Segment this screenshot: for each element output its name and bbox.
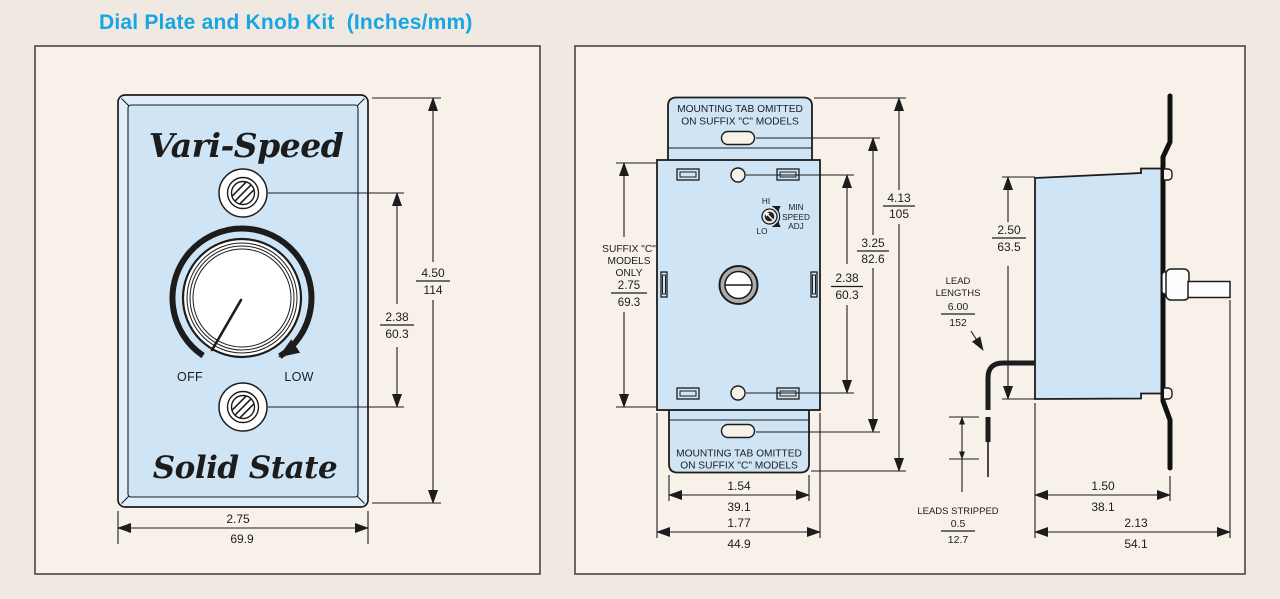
label-adj: ADJ	[788, 222, 803, 231]
dim-screw-span-in: 2.38	[385, 310, 409, 324]
dim-plate-width-mm: 69.9	[230, 532, 254, 546]
dial-plate: Vari-Speed Solid State	[117, 94, 369, 508]
lead-leader-arrow	[970, 330, 984, 351]
screw-top	[218, 168, 268, 218]
dim-overall-depth-in: 2.13	[1124, 516, 1148, 530]
right-panel: MOUNTING TAB OMITTED ON SUFFIX "C" MODEL…	[574, 45, 1246, 575]
lead-lengths-line2: LENGTHS	[936, 288, 981, 299]
knob-pointer	[210, 298, 243, 352]
screw-bottom	[218, 382, 268, 432]
tab-note-bottom-line2: ON SUFFIX "C" MODELS	[680, 461, 798, 472]
plate-corner-bevels	[121, 98, 365, 504]
dim-stripped-mm: 12.7	[948, 534, 969, 546]
dim-body-width-mm: 44.9	[727, 537, 751, 551]
leads-stripped-label: LEADS STRIPPED	[917, 506, 998, 517]
lead-wire	[985, 360, 1036, 477]
control-shaft	[718, 265, 759, 305]
mounting-slot-top	[720, 130, 756, 146]
hole-bottom	[730, 385, 746, 401]
label-off: OFF	[177, 370, 203, 384]
tab-note-top-line2: ON SUFFIX "C" MODELS	[681, 117, 799, 128]
suffix-note-line3: ONLY	[616, 268, 643, 279]
screw-slot-hatch	[230, 180, 256, 206]
dim-stripped-in: 0.5	[951, 518, 966, 530]
mounting-slot-bottom	[720, 423, 756, 439]
label-low: LOW	[284, 370, 313, 384]
dim-side-height-mm: 63.5	[997, 240, 1021, 254]
dim-overall-height-mm: 105	[889, 207, 909, 221]
brand-solid-state: Solid State	[153, 450, 337, 486]
mounting-tab-bottom	[668, 410, 810, 474]
dim-body-depth-mm: 38.1	[1091, 500, 1115, 514]
tab-note-bottom-line1: MOUNTING TAB OMITTED	[676, 449, 802, 460]
edge-slots	[660, 271, 818, 298]
shaft-bushing	[1165, 268, 1190, 301]
side-view-dimensions: 2.50 63.5 LEAD LENGTHS 6.00 152 LEADS ST…	[917, 176, 1231, 551]
dim-suffix-height-mm: 69.3	[618, 297, 640, 309]
shaft-side	[1187, 280, 1231, 299]
dim-plate-width-in: 2.75	[226, 512, 250, 526]
strap-ear-bottom	[1164, 387, 1173, 400]
side-view	[985, 93, 1231, 477]
dim-suffix-height-in: 2.75	[618, 280, 640, 292]
screw-slot-hatch	[230, 394, 256, 420]
left-panel: Vari-Speed Solid State	[34, 45, 541, 575]
dim-lead-length-mm: 152	[949, 317, 967, 329]
front-extension-lines	[616, 97, 906, 538]
dim-plate-height-in: 4.50	[421, 266, 445, 280]
plate-dimensions: 4.50 114 2.38 60.3 2.75 69.9	[117, 97, 450, 546]
dim-overall-height-in: 4.13	[887, 191, 911, 205]
dim-plate-height-mm: 114	[423, 283, 442, 297]
trimmer-rotation-arc	[772, 205, 781, 228]
front-view: MOUNTING TAB OMITTED ON SUFFIX "C" MODEL…	[656, 96, 821, 474]
tab-note-top-line1: MOUNTING TAB OMITTED	[677, 104, 803, 115]
hole-top	[730, 167, 746, 183]
label-speed: SPEED	[782, 213, 810, 222]
brand-vari-speed: Vari-Speed	[149, 126, 344, 165]
device-body-side	[1034, 167, 1164, 400]
strap-ear-top	[1164, 168, 1173, 181]
suffix-note-line2: MODELS	[607, 256, 650, 267]
min-speed-adjuster	[761, 205, 781, 228]
dim-slot-span-in: 3.25	[861, 236, 885, 250]
suffix-note-line1: SUFFIX "C"	[602, 244, 656, 255]
speed-knob	[169, 225, 315, 359]
dim-hole-span-in: 2.38	[835, 271, 859, 285]
dim-hole-span-mm: 60.3	[835, 288, 859, 302]
mounting-tab-top	[667, 96, 813, 160]
knob-rotation-arc	[169, 225, 315, 359]
dim-body-width-in: 1.77	[727, 516, 751, 530]
dim-body-depth-in: 1.50	[1091, 479, 1115, 493]
dim-overall-depth-mm: 54.1	[1124, 537, 1148, 551]
page-title: Dial Plate and Knob Kit (Inches/mm)	[99, 11, 473, 34]
dim-screw-span-mm: 60.3	[385, 327, 409, 341]
front-view-dimensions: SUFFIX "C" MODELS ONLY 2.75 69.3 2.38 60…	[602, 97, 915, 551]
dim-lead-length-in: 6.00	[948, 301, 969, 313]
dim-side-height-in: 2.50	[997, 223, 1021, 237]
lead-lengths-line1: LEAD	[946, 276, 971, 287]
label-lo: LO	[757, 227, 768, 236]
dim-tab-width-in: 1.54	[727, 479, 751, 493]
dim-slot-span-mm: 82.6	[861, 252, 885, 266]
dim-tab-width-mm: 39.1	[727, 500, 751, 514]
label-hi: HI	[762, 197, 770, 206]
label-min: MIN	[788, 203, 803, 212]
